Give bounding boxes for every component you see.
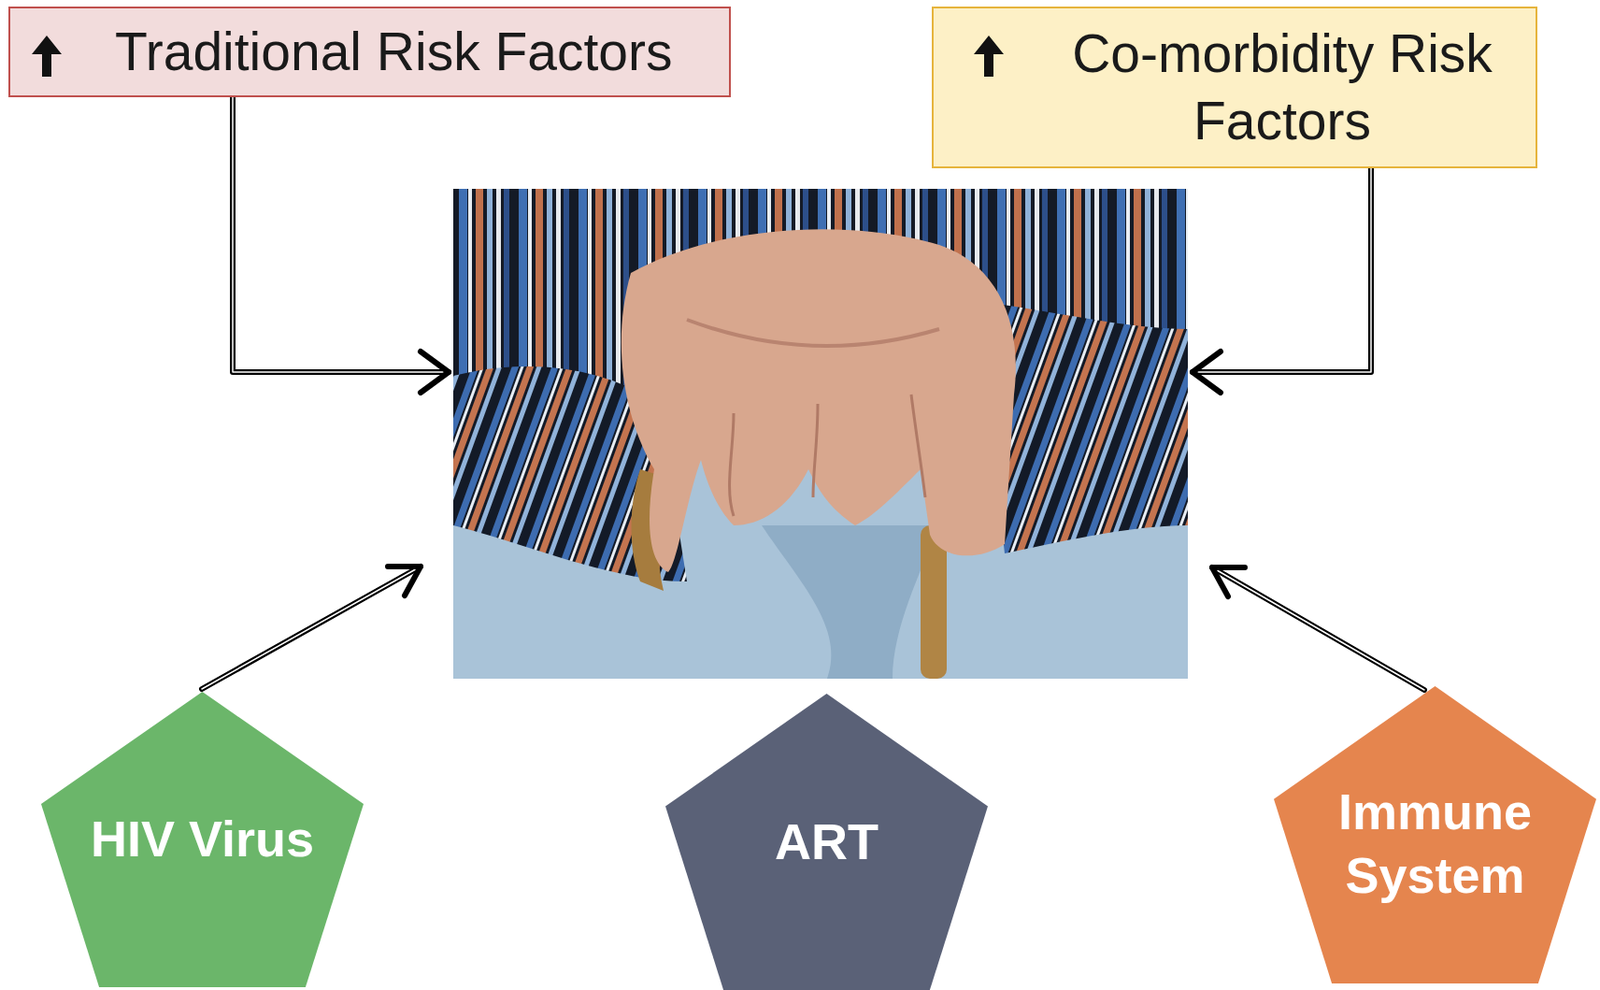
risk-factor-box: Co-morbidity Risk Factors: [931, 6, 1538, 169]
pentagon-label: Immune System: [1306, 780, 1565, 907]
pentagon-label: HIV Virus: [73, 807, 332, 872]
box-label: Traditional Risk Factors: [114, 18, 711, 86]
pentagon-label: ART: [698, 810, 957, 874]
factor-pentagon: ART: [665, 693, 988, 990]
risk-factor-box: Traditional Risk Factors: [8, 6, 731, 98]
factor-pentagon: HIV Virus: [41, 691, 364, 987]
factor-pentagon: Immune System: [1273, 685, 1597, 984]
box-label: Co-morbidity Risk Factors: [1043, 20, 1521, 155]
elderly-hands-photo: [453, 188, 1188, 679]
